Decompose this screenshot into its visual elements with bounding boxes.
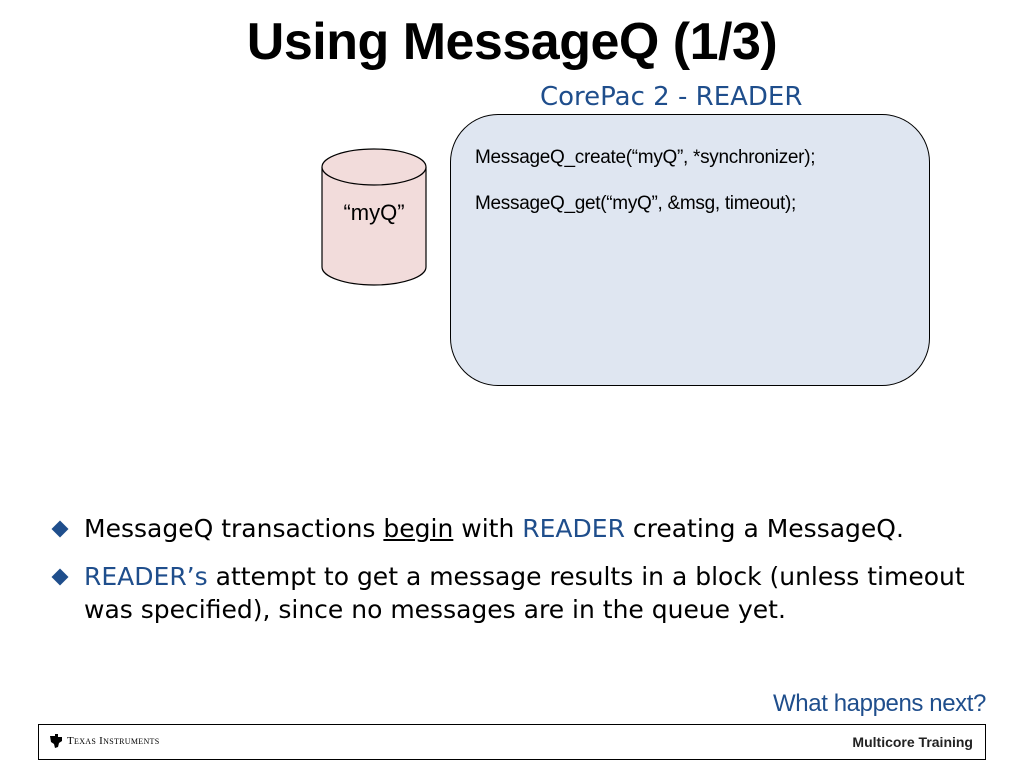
diamond-bullet-icon xyxy=(51,520,69,538)
bullet-text: MessageQ transactions xyxy=(84,514,384,543)
cylinder-queue-icon xyxy=(321,148,427,286)
ti-logo-icon xyxy=(50,734,62,748)
footer-bar: Texas Instruments Multicore Training xyxy=(38,724,986,760)
next-prompt: What happens next? xyxy=(773,690,986,717)
diamond-bullet-icon xyxy=(51,568,69,586)
bullet-item: READER’s attempt to get a message result… xyxy=(50,560,1000,626)
corepac-reader-label: CorePac 2 - READER xyxy=(540,82,803,112)
footer-training-label: Multicore Training xyxy=(852,734,973,750)
code-line-get: MessageQ_get(“myQ”, &msg, timeout); xyxy=(475,193,797,214)
reader-code-box: MessageQ_create(“myQ”, *synchronizer); M… xyxy=(450,114,930,386)
queue-name-label: “myQ” xyxy=(343,200,405,225)
bullet-highlight: READER’s xyxy=(84,562,208,591)
bullet-text: attempt to get a message results in a bl… xyxy=(84,562,965,624)
bullet-text: with xyxy=(453,514,523,543)
message-queue-cylinder: “myQ” xyxy=(320,147,428,287)
ti-brand-text: Texas Instruments xyxy=(67,735,160,747)
bullet-text: creating a MessageQ. xyxy=(624,514,904,543)
bullet-underlined-word: begin xyxy=(383,514,454,543)
bullet-list: MessageQ transactions begin with READER … xyxy=(50,512,1000,641)
code-line-create: MessageQ_create(“myQ”, *synchronizer); xyxy=(475,147,816,168)
slide-title: Using MessageQ (1/3) xyxy=(246,13,778,71)
bullet-item: MessageQ transactions begin with READER … xyxy=(50,512,1000,545)
ti-logo: Texas Instruments xyxy=(49,734,159,748)
bullet-highlight: READER xyxy=(522,514,625,543)
